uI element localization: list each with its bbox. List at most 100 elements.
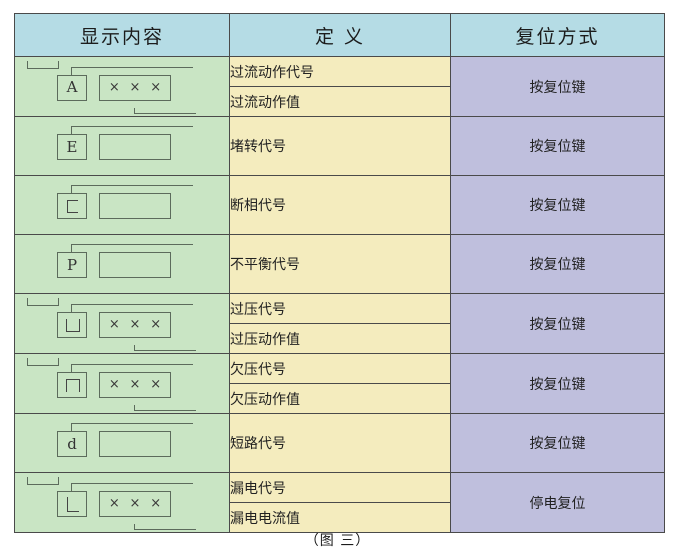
display-glyph: P	[27, 238, 217, 290]
display-glyph: × × ×	[27, 476, 217, 530]
connector-bracket-bottom	[27, 476, 59, 485]
table-row: 过压动作值	[15, 323, 665, 354]
code-segment-l-icon	[67, 496, 79, 512]
connector-line-vertical-bottom	[134, 107, 136, 114]
connector-line-vertical-bottom	[134, 344, 136, 351]
connector-line-vertical-top	[71, 482, 73, 492]
connector-line-horizontal-top	[71, 423, 193, 425]
figure-caption: （图 三）	[304, 533, 371, 549]
connector-line-horizontal-bottom	[134, 349, 196, 351]
display-glyph: E	[27, 120, 217, 172]
code-value-box	[99, 193, 171, 219]
value-digit-mark: ×	[150, 377, 162, 392]
cell-reset-method: 按复位键	[450, 56, 665, 117]
code-value-box: ×××	[99, 371, 171, 398]
connector-line-horizontal-bottom	[134, 409, 196, 411]
connector-line-vertical-top	[71, 185, 73, 194]
cell-definition: 过压动作值	[229, 323, 451, 354]
code-letter: d	[67, 434, 77, 453]
code-value-box	[99, 431, 171, 457]
cell-definition: 短路代号	[229, 413, 451, 473]
code-letter-box	[57, 311, 87, 338]
table-row: A ××× 过流动作代号按复位键	[14, 56, 665, 117]
connector-line-horizontal-bottom	[134, 112, 196, 114]
code-value-box	[99, 252, 171, 278]
connector-line-horizontal-bottom	[134, 528, 196, 530]
connector-line-horizontal-top	[71, 66, 193, 68]
value-digit-mark: ×	[150, 317, 162, 332]
table-row: 断相代号按复位键	[14, 175, 665, 235]
value-digit-mark: ×	[150, 80, 162, 95]
display-glyph: d	[27, 417, 217, 469]
code-value-box: ×××	[99, 311, 171, 338]
column-header-definition: 定 义	[229, 13, 451, 57]
code-value-box: × × ×	[99, 490, 171, 517]
cell-display-content: × × ×	[14, 472, 230, 533]
connector-line-vertical-top	[71, 303, 73, 313]
code-segment-c-icon	[67, 200, 78, 213]
cell-definition: 断相代号	[229, 175, 451, 235]
table-row: d 短路代号按复位键	[14, 413, 665, 473]
code-letter-box	[57, 371, 87, 398]
cell-display-content: ×××	[14, 353, 230, 414]
cell-reset-method: 停电复位	[450, 472, 665, 533]
code-letter: A	[66, 78, 78, 96]
connector-line-vertical-bottom	[134, 404, 136, 411]
code-segment-n-icon	[66, 378, 80, 392]
display-glyph: A ×××	[27, 60, 217, 114]
cell-definition: 过流动作值	[229, 86, 451, 117]
table-row: 漏电电流值	[15, 502, 665, 533]
code-letter: E	[66, 137, 78, 156]
column-header-reset-method: 复位方式	[450, 13, 665, 57]
connector-line-vertical-bottom	[134, 523, 136, 530]
cell-definition: 堵转代号	[229, 116, 451, 176]
connector-line-horizontal-top	[71, 126, 193, 128]
code-segment-u-icon	[66, 318, 80, 332]
connector-line-horizontal-top	[71, 303, 193, 305]
cell-display-content	[14, 175, 230, 235]
cell-definition: 过压代号	[229, 293, 451, 324]
cell-display-content: P	[14, 234, 230, 294]
cell-reset-method: 按复位键	[450, 116, 665, 176]
table-row: ××× 欠压代号按复位键	[14, 353, 665, 414]
code-value-box	[99, 134, 171, 160]
connector-line-vertical-top	[71, 66, 73, 76]
table-row: P 不平衡代号按复位键	[14, 234, 665, 294]
cell-display-content: E	[14, 116, 230, 176]
value-digit-mark: ×	[150, 496, 162, 511]
connector-line-horizontal-top	[71, 482, 193, 484]
code-letter: P	[66, 255, 78, 274]
cell-display-content: d	[14, 413, 230, 473]
cell-definition: 过流动作代号	[229, 56, 451, 87]
cell-reset-method: 按复位键	[450, 293, 665, 354]
table-row: ×××过压代号按复位键	[14, 293, 665, 354]
table-header: 显示内容 定 义 复位方式	[14, 13, 665, 57]
value-digit-mark: ×	[129, 317, 141, 332]
cell-reset-method: 按复位键	[450, 234, 665, 294]
column-header-display-content: 显示内容	[14, 13, 230, 57]
code-letter-box: E	[57, 134, 87, 160]
table-row: E 堵转代号按复位键	[14, 116, 665, 176]
value-digit-mark: ×	[108, 496, 120, 511]
cell-definition: 欠压代号	[229, 353, 451, 384]
cell-definition: 漏电电流值	[229, 502, 451, 533]
code-letter-box: d	[57, 431, 87, 457]
table-row: ×××漏电代号停电复位	[14, 472, 665, 533]
display-glyph: ×××	[27, 357, 217, 411]
code-letter-box: P	[57, 252, 87, 278]
connector-bracket-bottom	[27, 357, 59, 366]
connector-line-horizontal-top	[71, 244, 193, 246]
value-digit-mark: ×	[129, 496, 141, 511]
connector-line-vertical-top	[71, 126, 73, 135]
cell-reset-method: 按复位键	[450, 413, 665, 473]
code-letter-box	[57, 490, 87, 517]
code-letter-box	[57, 193, 87, 219]
display-glyph: ×××	[27, 297, 217, 351]
cell-reset-method: 按复位键	[450, 353, 665, 414]
connector-line-horizontal-top	[71, 363, 193, 365]
connector-bracket-bottom	[27, 60, 59, 69]
code-value-box: ×××	[99, 74, 171, 101]
cell-definition: 不平衡代号	[229, 234, 451, 294]
